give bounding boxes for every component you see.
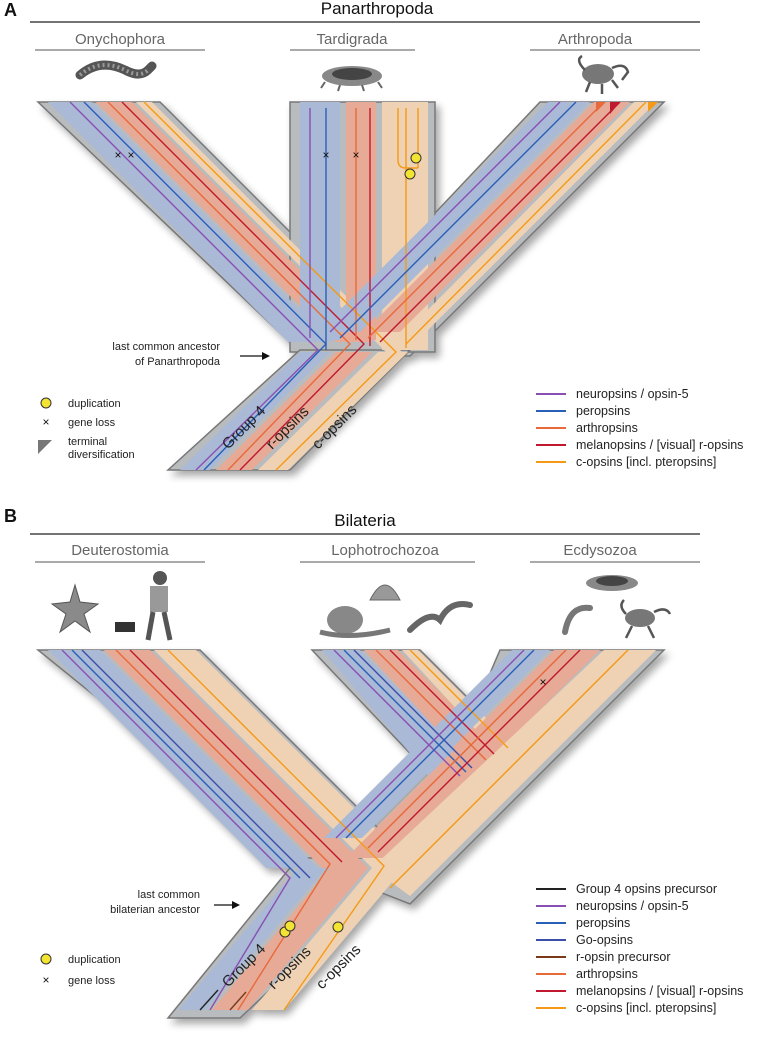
lca-label-line2: of Panarthropoda xyxy=(135,356,221,368)
tardigrade-image xyxy=(320,66,383,92)
panel-a-color-legend: neuropsins / opsin-5 peropsins arthropsins… xyxy=(536,387,743,469)
legend-label: r-opsin precursor xyxy=(576,950,670,964)
gene-loss-mark: × xyxy=(352,148,359,162)
legend-label: c-opsins [incl. pteropsins] xyxy=(576,455,716,469)
tardigrade-image-b xyxy=(586,575,638,591)
clam-image xyxy=(369,584,401,601)
snail-image xyxy=(319,606,391,639)
panel-b-markers: × xyxy=(279,675,547,938)
group-onychophora: Onychophora xyxy=(75,31,166,48)
legend-label: peropsins xyxy=(576,404,630,418)
legend-label: melanopsins / [visual] r-opsins xyxy=(576,984,743,998)
duplication-marker xyxy=(410,152,422,164)
duplication-marker xyxy=(332,921,344,933)
group-ecdysozoa: Ecdysozoa xyxy=(563,542,637,559)
gene-loss-mark: × xyxy=(127,148,134,162)
gene-loss-mark: × xyxy=(322,148,329,162)
panel-b-tree xyxy=(35,649,666,1019)
legend-label: Go-opsins xyxy=(576,933,633,947)
panel-b-letter: B xyxy=(4,506,17,526)
lca-label-b-line1: last common xyxy=(138,889,200,901)
human-with-dog-image xyxy=(115,571,173,641)
duplication-symbol xyxy=(40,397,52,409)
starfish-image xyxy=(50,583,100,634)
panel-a-symbol-legend: duplication × gene loss terminal diversi… xyxy=(38,397,135,461)
panel-a-opsin-lines xyxy=(69,101,647,471)
lca-arrow-head-b xyxy=(232,901,240,909)
worm-image xyxy=(407,601,473,633)
group-deuterostomia: Deuterostomia xyxy=(71,542,169,559)
legend-label: melanopsins / [visual] r-opsins xyxy=(576,438,743,452)
panel-b-symbol-legend: duplication × gene loss xyxy=(40,953,121,987)
group-lophotrochozoa: Lophotrochozoa xyxy=(331,542,439,559)
panel-a: A Panarthropoda Onychophora Tardigrada A… xyxy=(4,0,743,471)
velvet-worm-image xyxy=(75,60,157,80)
lca-arrow-head xyxy=(262,352,270,360)
legend-label: neuropsins / opsin-5 xyxy=(576,899,689,913)
panel-a-letter: A xyxy=(4,0,17,20)
group-tardigrada: Tardigrada xyxy=(317,31,389,48)
gene-loss-mark: × xyxy=(114,148,121,162)
legend-label: Group 4 opsins precursor xyxy=(576,882,717,896)
legend-label: arthropsins xyxy=(576,421,638,435)
legend-label: c-opsins [incl. pteropsins] xyxy=(576,1001,716,1015)
terminal-diversification-wedge xyxy=(648,102,658,112)
symbol-label: gene loss xyxy=(68,417,116,429)
terminal-diversification-wedge xyxy=(610,102,620,114)
symbol-label: diversification xyxy=(68,449,135,461)
nematode-image xyxy=(562,604,593,635)
panel-b-title: Bilateria xyxy=(334,511,396,530)
lca-label-b-line2: bilaterian ancestor xyxy=(110,904,200,916)
symbol-label: gene loss xyxy=(68,975,116,987)
terminal-diversification-symbol xyxy=(38,440,52,454)
duplication-symbol xyxy=(40,953,52,965)
panel-b: B Bilateria Deuterostomia Lophotrochozoa… xyxy=(4,506,743,1019)
duplication-marker xyxy=(404,168,416,180)
symbol-label: terminal xyxy=(68,436,107,448)
legend-label: arthropsins xyxy=(576,967,638,981)
symbol-label: duplication xyxy=(68,398,121,410)
panel-a-markers: × × × × xyxy=(114,102,658,180)
lca-label-line1: last common ancestor xyxy=(112,341,220,353)
gene-loss-symbol: × xyxy=(42,415,49,429)
crab-image-b xyxy=(620,599,672,639)
gene-loss-symbol: × xyxy=(42,973,49,987)
gene-loss-mark: × xyxy=(539,675,546,689)
panel-b-color-legend: Group 4 opsins precursor neuropsins / ops… xyxy=(536,882,743,1015)
crab-image xyxy=(577,54,630,94)
terminal-diversification-wedge xyxy=(596,102,606,112)
group-arthropoda: Arthropoda xyxy=(558,31,633,48)
panel-b-opsin-lines xyxy=(61,649,629,1011)
legend-label: peropsins xyxy=(576,916,630,930)
panel-a-title: Panarthropoda xyxy=(321,0,434,18)
legend-label: neuropsins / opsin-5 xyxy=(576,387,689,401)
symbol-label: duplication xyxy=(68,954,121,966)
duplication-marker xyxy=(284,920,296,932)
